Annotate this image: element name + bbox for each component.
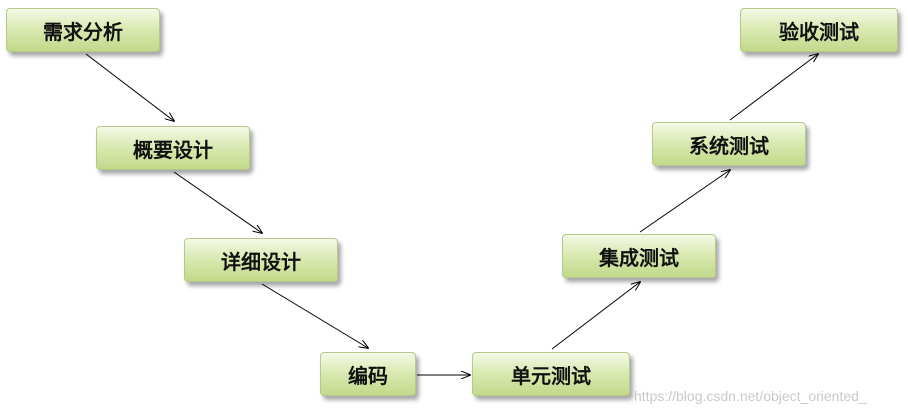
step-detailed-design: 详细设计 (184, 238, 338, 282)
arrow-unit-to-integration (551, 282, 640, 350)
arrow-design-to-detailed (173, 171, 262, 233)
arrow-integration-to-system (639, 170, 730, 233)
watermark-url: https://blog.csdn.net/object_oriented_ (634, 388, 867, 404)
step-label: 概要设计 (133, 137, 213, 162)
step-acceptance-testing: 验收测试 (740, 8, 898, 52)
arrow-detailed-to-coding (261, 283, 368, 348)
arrow-system-to-acceptance (729, 54, 818, 121)
step-requirements-analysis: 需求分析 (6, 8, 160, 52)
arrow-requirements-to-design (85, 53, 174, 121)
step-high-level-design: 概要设计 (96, 126, 250, 170)
step-label: 验收测试 (779, 19, 859, 44)
step-label: 需求分析 (43, 19, 123, 44)
step-label: 系统测试 (689, 133, 769, 158)
step-label: 编码 (348, 363, 388, 388)
step-label: 详细设计 (221, 249, 301, 274)
step-unit-testing: 单元测试 (472, 352, 630, 396)
step-system-testing: 系统测试 (652, 122, 806, 166)
step-coding: 编码 (320, 352, 416, 396)
step-integration-testing: 集成测试 (562, 234, 716, 278)
step-label: 集成测试 (599, 245, 679, 270)
step-label: 单元测试 (511, 363, 591, 388)
